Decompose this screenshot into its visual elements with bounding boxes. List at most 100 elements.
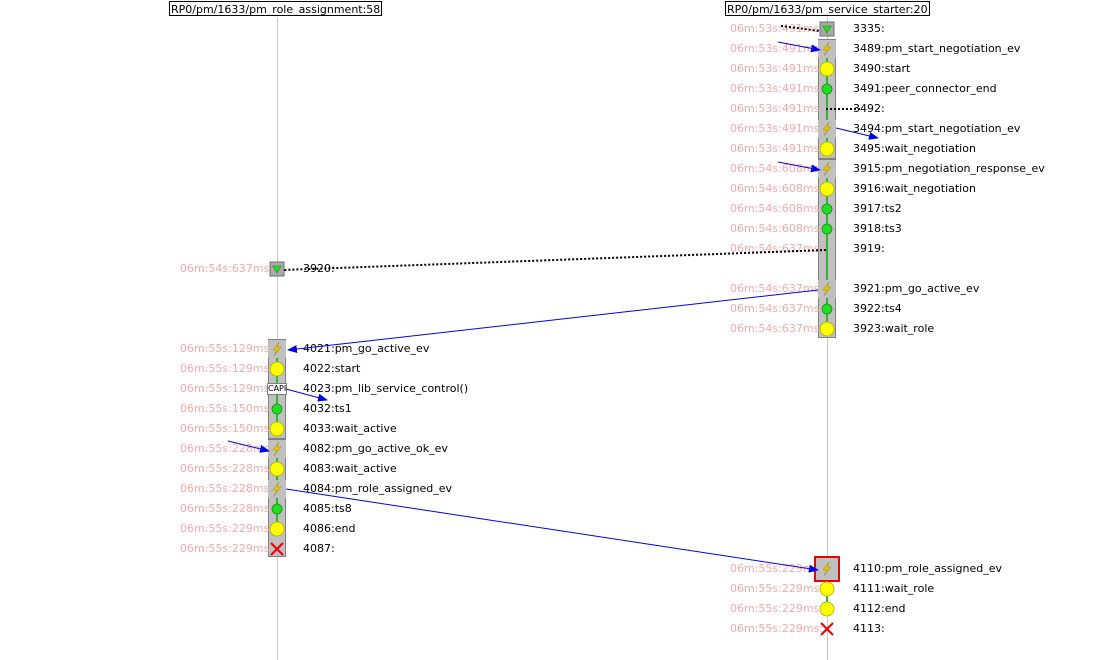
- message-arrow: [835, 127, 879, 140]
- lifeline-service-starter: [827, 17, 828, 660]
- message-arrow: [287, 289, 819, 353]
- event-bolt-icon[interactable]: [267, 339, 287, 359]
- event-label[interactable]: 4021:pm_go_active_ev: [303, 342, 430, 355]
- state-marker-icon[interactable]: [817, 579, 837, 599]
- event-label[interactable]: 4112:end: [853, 602, 906, 615]
- event-label[interactable]: 3922:ts4: [853, 302, 902, 315]
- event-label[interactable]: 4082:pm_go_active_ok_ev: [303, 442, 448, 455]
- transition-marker-icon[interactable]: [817, 199, 837, 219]
- event-timestamp: 06m:55s:229ms:: [730, 602, 824, 615]
- async-link: [780, 25, 821, 32]
- transition-marker-icon[interactable]: [817, 299, 837, 319]
- event-timestamp: 06m:55s:129ms:: [180, 342, 274, 355]
- event-label[interactable]: 4087:: [303, 542, 335, 555]
- event-timestamp: 06m:55s:229ms:: [730, 622, 824, 635]
- state-marker-icon[interactable]: [267, 459, 287, 479]
- transition-marker-icon[interactable]: [267, 399, 287, 419]
- event-label[interactable]: 3490:start: [853, 62, 911, 75]
- state-marker-icon[interactable]: [817, 139, 837, 159]
- event-timestamp: 06m:54s:608ms:: [730, 202, 824, 215]
- event-timestamp: 06m:54s:637ms:: [730, 322, 824, 335]
- event-timestamp: 06m:55s:129ms:: [180, 382, 274, 395]
- event-timestamp: 06m:53s:491ms:: [730, 122, 824, 135]
- event-bolt-icon[interactable]: [267, 479, 287, 499]
- state-marker-icon[interactable]: [817, 179, 837, 199]
- event-timestamp: 06m:55s:229ms:: [180, 542, 274, 555]
- state-marker-icon[interactable]: [267, 359, 287, 379]
- event-timestamp: 06m:55s:229ms:: [730, 582, 824, 595]
- event-label[interactable]: 4083:wait_active: [303, 462, 397, 475]
- capi-call-icon[interactable]: CAPI: [267, 383, 287, 395]
- event-label[interactable]: 3923:wait_role: [853, 322, 935, 335]
- state-marker-icon[interactable]: [267, 519, 287, 539]
- event-label[interactable]: 3920:: [303, 262, 335, 275]
- event-bolt-icon[interactable]: [817, 159, 837, 179]
- event-label[interactable]: 3491:peer_connector_end: [853, 82, 997, 95]
- event-bolt-icon[interactable]: [817, 279, 837, 299]
- state-connector-line: [826, 48, 828, 150]
- event-label[interactable]: 4022:start: [303, 362, 361, 375]
- event-timestamp: 06m:53s:491ms:: [730, 102, 824, 115]
- event-label[interactable]: 4111:wait_role: [853, 582, 935, 595]
- event-timestamp: 06m:54s:637ms:: [730, 302, 824, 315]
- event-label[interactable]: 4110:pm_role_assigned_ev: [853, 562, 1002, 575]
- event-label[interactable]: 3335:: [853, 22, 885, 35]
- event-bolt-icon[interactable]: [817, 119, 837, 139]
- event-label[interactable]: 3915:pm_negotiation_response_ev: [853, 162, 1045, 175]
- message-arrow: [285, 388, 328, 402]
- end-marker-icon[interactable]: [267, 539, 287, 559]
- event-timestamp: 06m:55s:228ms:: [180, 462, 274, 475]
- event-timestamp: 06m:53s:491ms:: [730, 42, 824, 55]
- state-marker-icon[interactable]: [817, 319, 837, 339]
- event-label[interactable]: 4084:pm_role_assigned_ev: [303, 482, 452, 495]
- event-label[interactable]: 4113:: [853, 622, 885, 635]
- event-label[interactable]: 4033:wait_active: [303, 422, 397, 435]
- event-label[interactable]: 3492:: [853, 102, 885, 115]
- state-marker-icon[interactable]: [817, 599, 837, 619]
- event-label[interactable]: 4032:ts1: [303, 402, 352, 415]
- event-label[interactable]: 3918:ts3: [853, 222, 902, 235]
- start-marker-icon[interactable]: [817, 19, 837, 39]
- lifeline-header-role-assignment[interactable]: RP0/pm/1633/pm_role_assignment:58: [169, 1, 383, 16]
- lifeline-header-service-starter[interactable]: RP0/pm/1633/pm_service_starter:20: [725, 1, 930, 16]
- message-arrow: [777, 161, 821, 173]
- start-marker-icon[interactable]: [267, 259, 287, 279]
- event-label[interactable]: 3919:: [853, 242, 885, 255]
- event-label[interactable]: 4086:end: [303, 522, 356, 535]
- event-label[interactable]: 4085:ts8: [303, 502, 352, 515]
- transition-marker-icon[interactable]: [817, 79, 837, 99]
- event-timestamp: 06m:55s:229ms:: [180, 522, 274, 535]
- message-arrow: [777, 41, 821, 53]
- transition-marker-icon[interactable]: [817, 219, 837, 239]
- event-timestamp: 06m:55s:129ms:: [180, 362, 274, 375]
- message-arrow: [227, 440, 270, 453]
- event-bolt-icon[interactable]: [267, 439, 287, 459]
- event-label[interactable]: 3916:wait_negotiation: [853, 182, 976, 195]
- event-timestamp: 06m:55s:229ms:: [730, 562, 824, 575]
- state-marker-icon[interactable]: [817, 59, 837, 79]
- event-timestamp: 06m:55s:228ms:: [180, 482, 274, 495]
- event-bolt-icon[interactable]: [817, 39, 837, 59]
- event-label[interactable]: 3495:wait_negotiation: [853, 142, 976, 155]
- event-label[interactable]: 3921:pm_go_active_ev: [853, 282, 980, 295]
- event-label[interactable]: 4023:pm_lib_service_control(): [303, 382, 469, 395]
- event-timestamp: 06m:53s:491ms:: [730, 22, 824, 35]
- event-timestamp: 06m:54s:608ms:: [730, 222, 824, 235]
- transition-marker-icon[interactable]: [267, 499, 287, 519]
- state-marker-icon[interactable]: [267, 419, 287, 439]
- event-label[interactable]: 3917:ts2: [853, 202, 902, 215]
- event-label[interactable]: 3489:pm_start_negotiation_ev: [853, 42, 1021, 55]
- event-timestamp: 06m:54s:608ms:: [730, 182, 824, 195]
- event-timestamp: 06m:53s:491ms:: [730, 82, 824, 95]
- event-timestamp: 06m:53s:491ms:: [730, 142, 824, 155]
- event-timestamp: 06m:55s:150ms:: [180, 402, 274, 415]
- message-arrow: [285, 488, 819, 573]
- event-timestamp: 06m:54s:608ms:: [730, 162, 824, 175]
- event-timestamp: 06m:55s:228ms:: [180, 502, 274, 515]
- async-link: [282, 249, 827, 271]
- end-marker-icon[interactable]: [817, 619, 837, 639]
- event-timestamp: 06m:54s:637ms:: [180, 262, 274, 275]
- event-label[interactable]: 3494:pm_start_negotiation_ev: [853, 122, 1021, 135]
